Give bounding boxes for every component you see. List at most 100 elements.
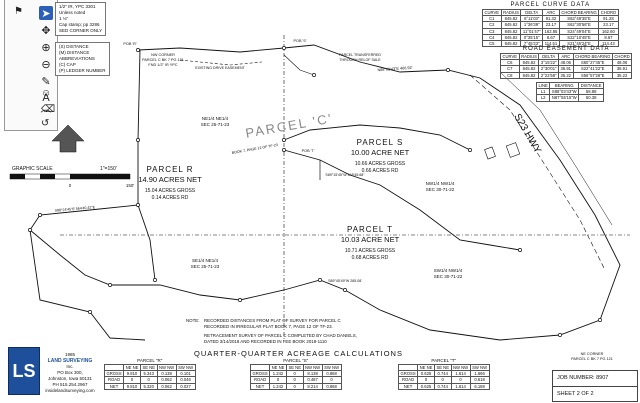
cell: 0.062 [156,382,177,390]
cell: 5.320 [139,382,158,390]
nw-corner-sub: PARCEL C BK 7 PG 121 [142,58,184,62]
header-cell: DISTANCE [578,81,605,90]
cell: C8 [500,71,520,79]
building-2 [505,142,521,158]
cell: 114.43 [598,39,619,48]
cell: SE NE [139,363,158,372]
cell: NE NE [123,363,141,372]
parcel-t-north-line [283,149,521,251]
graphic-scale: GRAPHIC SCALE 1"=150' 0 150' [9,166,134,188]
abbrev-row-2: (M) DISTANCE [59,50,90,55]
header-cell: LINE [535,81,551,90]
stamp-icon[interactable]: ⚑ [14,6,23,17]
highway-row-line [499,71,613,226]
drive-easement [179,59,263,66]
header-cell: CHORD BEARING [572,52,613,61]
cell: NET [397,382,419,390]
header-cell: CURVE [500,52,520,61]
cell: 0.027 [175,382,196,390]
ne-corner-label: NE CORNER [581,352,604,356]
eraser-icon[interactable]: ⌫ [41,104,56,115]
cell: 0 [285,382,304,390]
cell: 2°22'58" [538,71,560,79]
parcel-s-title: PARCEL S [357,138,404,147]
cell: 36.91 [558,65,574,73]
cell: 11°01'47" [520,27,544,35]
cell: SW NW [175,363,196,372]
nw-corner-sub2: FND 1/2" IR YPC [148,63,177,67]
cell: 2°30'01" [538,65,560,73]
highway-label: S23 HWY [511,112,543,156]
nw-corner-label: NW CORNER [151,53,175,57]
company-info: 1985 LAND SURVEYING Inc. PO Box 300, Joh… [42,352,98,394]
company-logo: LS [8,347,40,395]
cell: SE NE [433,363,452,372]
cell: 50.38 [578,94,605,102]
abbrev-row-3: ABBREVIATIONS [59,56,95,61]
company-inc: Inc. [66,364,74,369]
sec-ne-ne-label: NE1/4 NE1/4 [202,116,229,121]
ne-corner-sub: PARCEL C BK 7 PG 121 [571,357,613,361]
lasso-tool-button[interactable]: ⌒ [40,110,52,122]
cell: 3°15'22" [538,59,560,67]
parcel-curve-table: PARCEL CURVE DATA CURVE RADIUS DELTA ARC… [482,2,619,48]
note-line-4: DATED 3/14/2018 AND RECORDED IN FEE BOOK… [204,339,327,344]
parcel-t-title: PARCEL T [347,225,393,234]
calc-parcel-t-caption: PARCEL "T" [431,358,457,363]
pencil-tool-button[interactable]: ✎ [41,75,51,88]
cell: NW NW [156,363,177,372]
legend-symbols-box: 1/2" IR, YPC 3301 Unless noted 1 ⅛" Cap … [55,2,107,36]
undo-icon[interactable]: ↺ [41,118,50,129]
scale-ratio: 1"=150' [100,166,117,172]
highway-centerline [469,74,606,271]
cell: 162.85 [542,27,560,35]
zoom-out-button[interactable]: ⊖ [41,58,51,71]
parcel-r-rd: 0.14 ACRES RD [152,195,189,201]
header-cell: CHORD BEARING [558,8,600,17]
parcel-s-net: 10.00 ACRE NET [351,148,410,157]
company-web[interactable]: insidelandsurveying.com [45,388,95,393]
sec-ne-ne-sub: SEC 25-71-23 [201,122,230,127]
cell: 9.810 [123,382,141,390]
cell: GROSS [397,370,419,378]
legend-row-5: SED CORNER ONLY [59,28,103,33]
select-tool-button[interactable]: ➤ [39,6,53,20]
cell: S56°57'28"E [572,71,613,79]
parcel-curve-title: PARCEL CURVE DATA [510,2,591,8]
abbrev-row-4: (C) CAP [59,62,76,67]
road-easement-title: ROAD EASEMENT DATA [522,46,610,52]
cell: S88°03'43"W [549,88,580,96]
note-line-2: RECORDED IN IRREGULAR PLAT BOOK 7, PAGE … [204,324,333,329]
pan-tool-button[interactable]: ✥ [41,24,51,37]
parcel-s-rd: 0.66 ACRES RD [362,168,399,174]
header-cell: RADIUS [518,52,540,61]
parcel-t-net: 10.03 ACRE NET [341,235,400,244]
cell: 8.214 [302,382,323,390]
cell: NE NE [417,363,435,372]
cell: 1.614 [450,382,471,390]
company-name: LAND SURVEYING [47,358,93,364]
transfer-note: PARCEL TRANSFERRED [339,53,381,57]
parcel-t-rd: 0.68 ACRES RD [352,255,389,261]
road-grid: CURVE RADIUS DELTA ARC CHORD BEARING CHO… [500,52,633,79]
header-cell: RADIUS [500,8,522,17]
abbrev-row-5: (P) LEDGER NUMBER [59,68,106,73]
cell: NET [249,382,271,390]
zoom-in-button[interactable]: ⊕ [41,41,51,54]
person-icon[interactable]: ☺ [41,88,52,99]
cell: 845.82 [500,39,522,48]
cell: 845.82 [518,71,540,79]
parcel-r-south-line [137,204,156,281]
text-tool-button[interactable]: A [42,92,50,104]
